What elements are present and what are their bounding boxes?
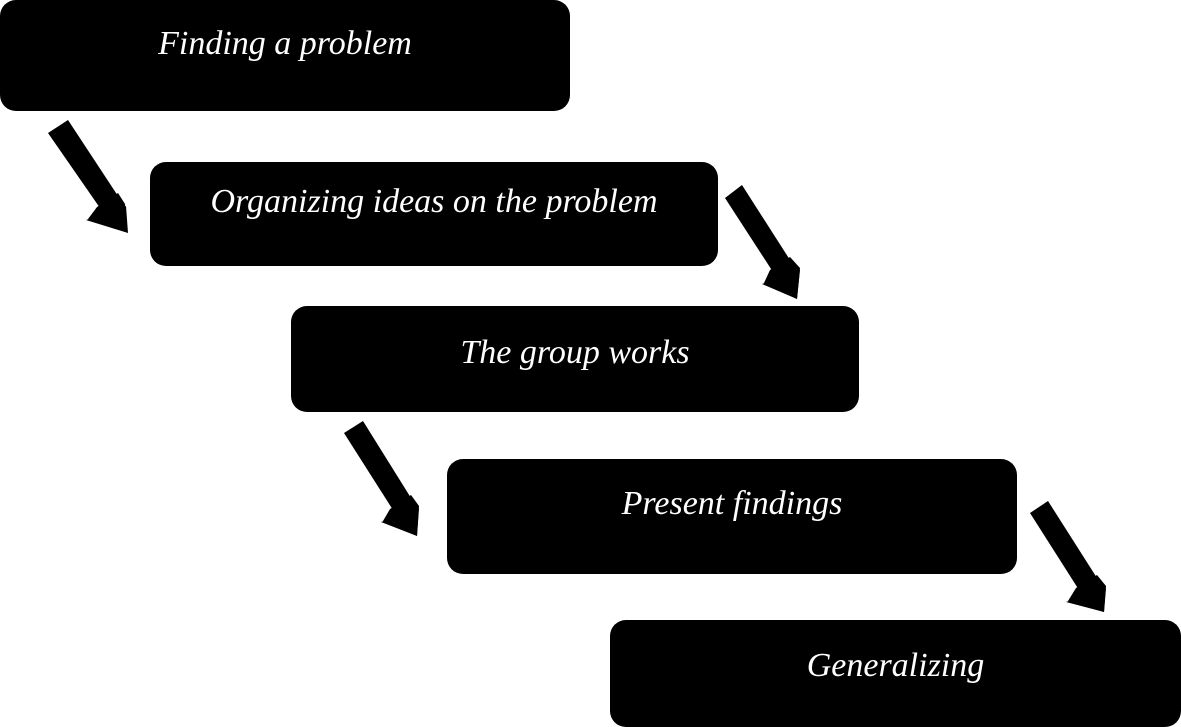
arrow-down-right-icon [48, 120, 128, 233]
step-box-present-findings: Present findings [447, 459, 1017, 574]
arrow-down-right-icon [725, 185, 800, 299]
step-label: Generalizing [806, 646, 985, 684]
step-label: Present findings [621, 484, 843, 522]
step-label: Finding a problem [158, 24, 412, 62]
step-box-group-works: The group works [291, 306, 859, 412]
step-box-organizing-ideas: Organizing ideas on the problem [150, 162, 718, 266]
step-box-generalizing: Generalizing [610, 620, 1181, 727]
step-box-finding-a-problem: Finding a problem [0, 0, 570, 111]
step-label: The group works [460, 334, 690, 371]
step-label: Organizing ideas on the problem [210, 183, 658, 220]
arrow-down-right-icon [1030, 501, 1106, 612]
arrow-down-right-icon [344, 421, 419, 536]
